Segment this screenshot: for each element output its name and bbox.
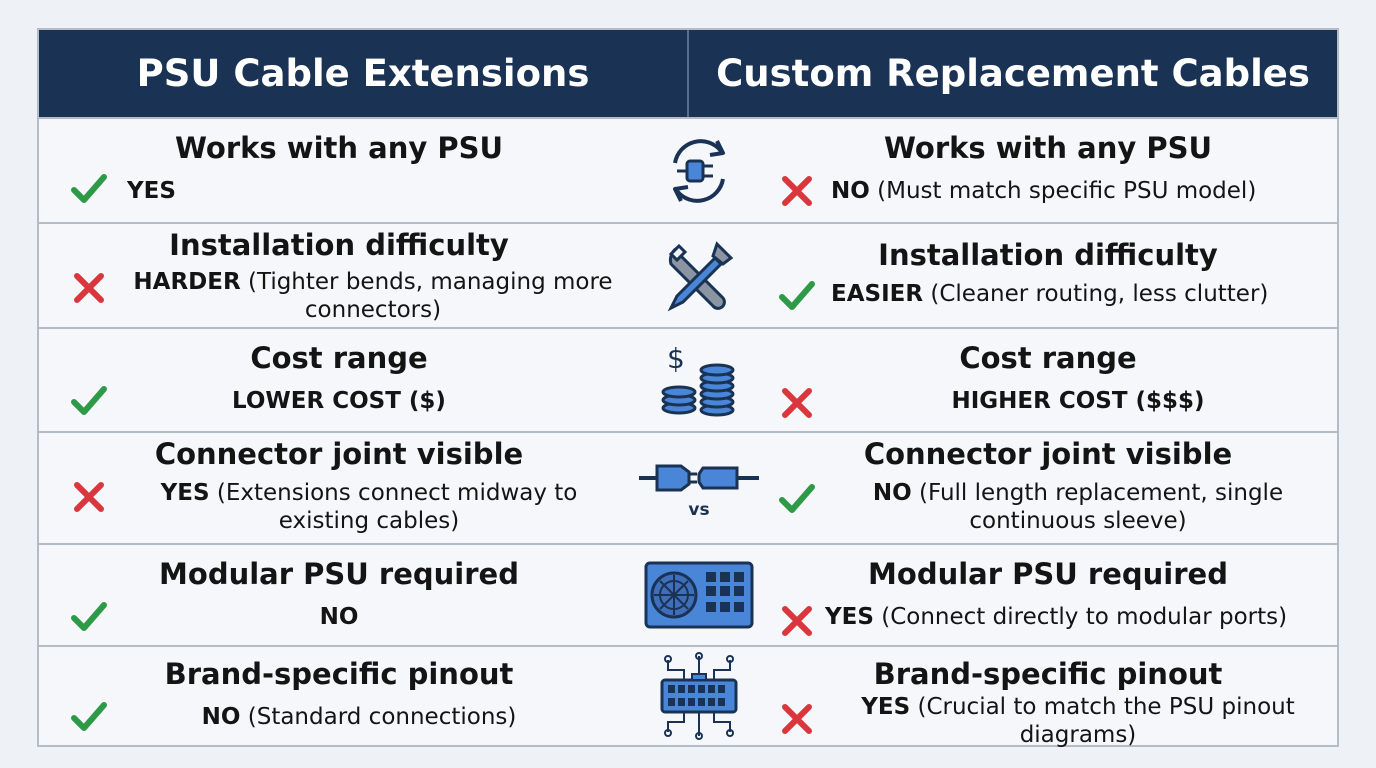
- value-detail: (Must match specific PSU model): [869, 178, 1257, 204]
- row-cost-range: Cost range LOWER COST ($) $ Cost range: [39, 327, 1337, 431]
- psu-unit-icon: [639, 545, 759, 645]
- value-keyword: HARDER: [133, 269, 241, 295]
- value-keyword: YES: [825, 604, 874, 630]
- value-detail: (Tighter bends, managing more connectors…: [240, 269, 613, 323]
- value-keyword: YES: [160, 480, 210, 506]
- value-keyword: NO: [872, 480, 912, 506]
- row-connector-joint-visible: Connector joint visible YES (Extensions …: [39, 431, 1337, 543]
- cross-icon: [74, 273, 104, 303]
- check-icon: [779, 484, 815, 513]
- row-title: Cost range: [959, 341, 1137, 375]
- left-cell: Connector joint visible YES (Extensions …: [39, 433, 639, 543]
- check-icon: [71, 386, 107, 415]
- check-icon: [71, 174, 107, 203]
- right-cell: Installation difficulty EASIER (Cleaner …: [759, 224, 1337, 327]
- row-value: NO: [39, 603, 639, 631]
- value-detail: (Connect directly to modular ports): [873, 604, 1288, 630]
- value-detail: (Crucial to match the PSU pinout diagram…: [910, 694, 1295, 748]
- left-cell: Installation difficulty HARDER (Tighter …: [39, 224, 639, 327]
- value-keyword: NO: [831, 178, 870, 204]
- cross-icon: [74, 482, 104, 512]
- row-title: Modular PSU required: [868, 557, 1228, 591]
- value-keyword: NO: [319, 604, 359, 630]
- row-title: Brand-specific pinout: [873, 657, 1223, 691]
- value-detail: (Extensions connect midway to existing c…: [209, 480, 578, 534]
- value-keyword: YES: [127, 178, 176, 204]
- pinout-connector-icon: [639, 647, 759, 745]
- value-keyword: LOWER COST ($): [232, 388, 446, 414]
- value-detail: (Cleaner routing, less clutter): [923, 281, 1269, 307]
- row-title: Installation difficulty: [169, 228, 509, 262]
- row-title: Cost range: [250, 341, 428, 375]
- right-cell: Connector joint visible NO (Full length …: [759, 433, 1337, 543]
- coin-stack-icon: $: [639, 329, 759, 431]
- left-cell: Works with any PSU YES: [39, 119, 639, 222]
- header-psu-cable-extensions: PSU Cable Extensions: [39, 30, 689, 117]
- row-title: Modular PSU required: [159, 557, 519, 591]
- vs-label: vs: [688, 500, 710, 520]
- row-value: NO (Standard connections): [79, 703, 639, 731]
- cross-icon: [782, 704, 812, 734]
- cross-icon: [782, 388, 812, 418]
- left-cell: Brand-specific pinout NO (Standard conne…: [39, 647, 639, 745]
- row-installation-difficulty: Installation difficulty HARDER (Tighter …: [39, 222, 1337, 327]
- comparison-table: PSU Cable Extensions Custom Replacement …: [37, 28, 1339, 748]
- value-keyword: HIGHER COST ($$$): [951, 388, 1205, 414]
- value-keyword: EASIER: [831, 281, 924, 307]
- right-cell: Works with any PSU NO (Must match specif…: [759, 119, 1337, 222]
- row-value: EASIER (Cleaner routing, less clutter): [831, 280, 1268, 308]
- row-value: NO (Full length replacement, single cont…: [825, 479, 1331, 535]
- value-detail: (Standard connections): [240, 704, 517, 730]
- row-works-with-any-psu: Works with any PSU YES Works with any PS…: [39, 117, 1337, 222]
- value-detail: (Full length replacement, single continu…: [911, 480, 1284, 534]
- row-value: YES: [127, 177, 176, 205]
- cross-icon: [782, 176, 812, 206]
- row-title: Brand-specific pinout: [164, 657, 514, 691]
- row-title: Installation difficulty: [878, 238, 1218, 272]
- header-custom-replacement-cables: Custom Replacement Cables: [716, 52, 1310, 95]
- row-value: YES (Crucial to match the PSU pinout dia…: [825, 693, 1331, 749]
- row-title: Connector joint visible: [154, 437, 524, 471]
- row-title: Works with any PSU: [174, 131, 504, 165]
- row-value: YES (Extensions connect midway to existi…: [119, 479, 619, 535]
- row-value: HIGHER COST ($$$): [819, 387, 1337, 415]
- plug-refresh-icon: [639, 119, 759, 222]
- table-header: PSU Cable Extensions Custom Replacement …: [39, 30, 1337, 117]
- right-cell: Modular PSU required YES (Connect direct…: [759, 545, 1337, 645]
- value-keyword: NO: [201, 704, 241, 730]
- row-title: Connector joint visible: [863, 437, 1233, 471]
- cross-icon: [782, 606, 812, 636]
- row-value: NO (Must match specific PSU model): [831, 177, 1256, 205]
- row-value: YES (Connect directly to modular ports): [825, 603, 1287, 631]
- left-cell: Modular PSU required NO: [39, 545, 639, 645]
- check-icon: [71, 602, 107, 631]
- left-cell: Cost range LOWER COST ($): [39, 329, 639, 431]
- right-cell: Brand-specific pinout YES (Crucial to ma…: [759, 647, 1337, 748]
- row-value: HARDER (Tighter bends, managing more con…: [123, 268, 623, 324]
- row-value: LOWER COST ($): [39, 387, 639, 415]
- wrench-screwdriver-icon: [639, 224, 759, 327]
- value-keyword: YES: [861, 694, 911, 720]
- svg-text:$: $: [667, 342, 685, 375]
- check-icon: [779, 281, 815, 310]
- right-cell: Cost range HIGHER COST ($$$): [759, 329, 1337, 431]
- row-brand-specific-pinout: Brand-specific pinout NO (Standard conne…: [39, 645, 1337, 748]
- check-icon: [71, 702, 107, 731]
- row-title: Works with any PSU: [883, 131, 1213, 165]
- plug-connector-icon: vs: [639, 433, 759, 543]
- row-modular-psu-required: Modular PSU required NO: [39, 543, 1337, 645]
